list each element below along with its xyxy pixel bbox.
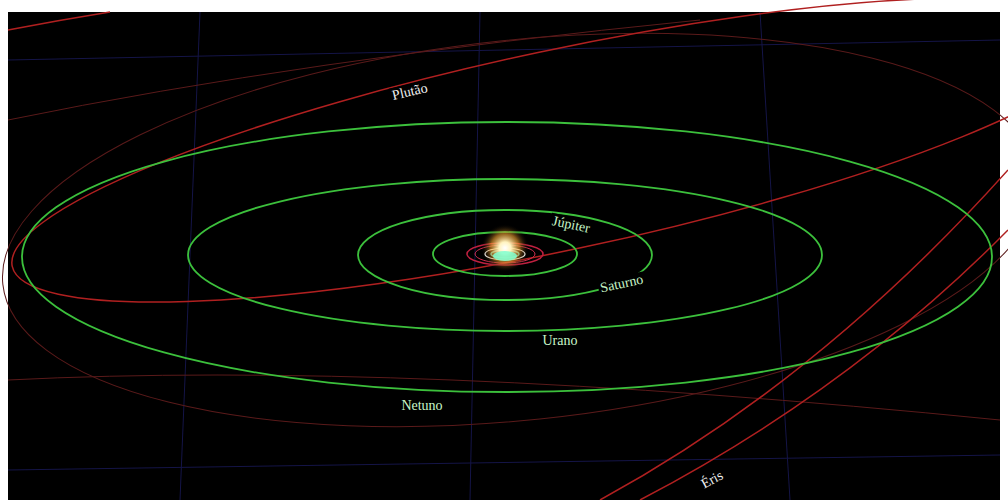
planet-name: Netuno [399, 398, 444, 414]
grid-lines [8, 12, 1000, 500]
sun-glow [481, 224, 529, 272]
planet-name: Urano [541, 333, 580, 349]
inner-planets [493, 251, 517, 261]
faint-orbits [0, 0, 1008, 473]
space-background [8, 12, 1000, 500]
planet-orbits [22, 122, 992, 392]
